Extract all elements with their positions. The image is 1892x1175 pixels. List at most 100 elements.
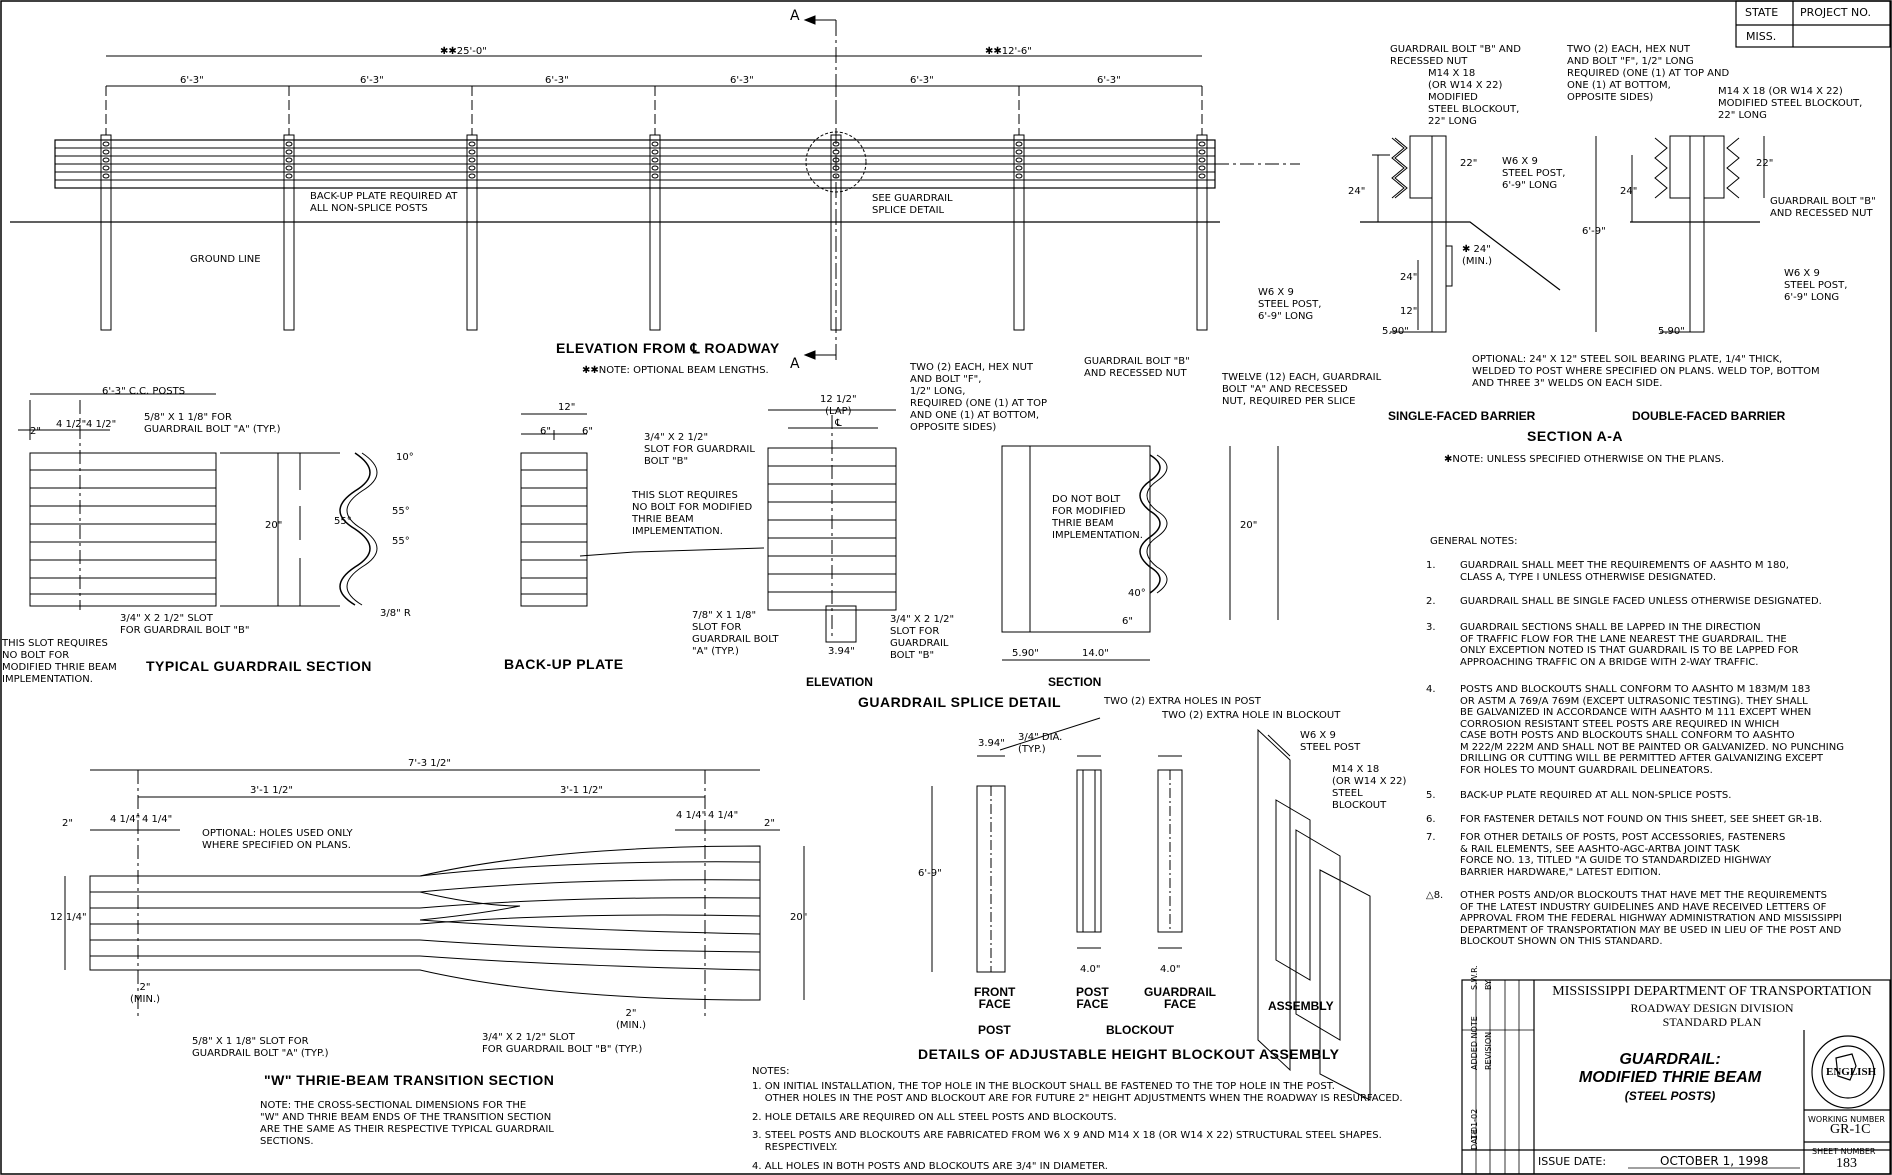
typ-dim-42: 4 1/2" [86, 419, 117, 430]
typical-slot-a: 5/8" X 1 1/8" FOR GUARDRAIL BOLT "A" (TY… [144, 412, 281, 435]
aa-dim-12: 12" [1400, 306, 1418, 317]
double-faced-label: DOUBLE-FACED BARRIER [1632, 409, 1786, 423]
tb-title1: GUARDRAIL: [1619, 1051, 1721, 1068]
dim-overall-right: ✱✱12'-6" [985, 46, 1032, 57]
aa-bolt-b: GUARDRAIL BOLT "B" AND RECESSED NUT [1390, 44, 1521, 67]
general-note-text: POSTS AND BLOCKOUTS SHALL CONFORM TO AAS… [1460, 684, 1844, 776]
ba-post: POST [978, 1023, 1011, 1037]
revision-column-label: S.W.R. [1470, 965, 1479, 990]
working-value: GR-1C [1830, 1122, 1871, 1137]
splice-slot-a: 7/8" X 1 1/8" SLOT FOR GUARDRAIL BOLT "A… [692, 610, 779, 657]
typical-title: TYPICAL GUARDRAIL SECTION [146, 658, 372, 674]
section-mark-bottom: A [790, 356, 800, 372]
tr-dim-414d: 4 1/4" [708, 810, 739, 821]
seal-text: ENGLISH [1826, 1066, 1877, 1078]
aa-post-mid: W6 X 9 STEEL POST, 6'-9" LONG [1502, 156, 1566, 191]
note-1: 1. ON INITIAL INSTALLATION, THE TOP HOLE… [752, 1081, 1403, 1104]
aa-blockout-right: M14 X 18 (OR W14 X 22) MODIFIED STEEL BL… [1718, 86, 1863, 121]
posts-cc: 6'-3" C.C. POSTS [102, 386, 186, 397]
aa-post-right: W6 X 9 STEEL POST, 6'-9" LONG [1784, 268, 1848, 303]
issue-label: ISSUE DATE: [1538, 1155, 1607, 1168]
note-4: 4. ALL HOLES IN BOTH POSTS AND BLOCKOUTS… [752, 1161, 1108, 1172]
splice-dim-20: 20" [1240, 520, 1258, 531]
general-note-number: △8. [1426, 890, 1444, 901]
bp-dim-12: 12" [558, 402, 576, 413]
state-label: STATE [1745, 6, 1779, 19]
bp-slot: 3/4" X 2 1/2" SLOT FOR GUARDRAIL BOLT "B… [644, 432, 755, 467]
splice-hex-nut: TWO (2) EACH, HEX NUT AND BOLT "F", 1/2"… [910, 362, 1048, 433]
backup-plate-title: BACK-UP PLATE [504, 656, 624, 672]
aa-dim-24min: ✱ 24" (MIN.) [1462, 244, 1493, 267]
transition-title: "W" THRIE-BEAM TRANSITION SECTION [264, 1072, 555, 1088]
typ-dim-r: 3/8" R [380, 608, 411, 619]
aa-dim-22: 22" [1460, 158, 1478, 169]
tr-slot-b: 3/4" X 2 1/2" SLOT FOR GUARDRAIL BOLT "B… [482, 1032, 643, 1055]
general-note-text: GUARDRAIL SHALL MEET THE REQUIREMENTS OF… [1460, 560, 1789, 583]
general-note-number: 7. [1426, 832, 1436, 843]
ba-assembly: ASSEMBLY [1268, 999, 1334, 1013]
tr-dim-12: 12 1/4" [50, 912, 87, 923]
aa-optional-plate: OPTIONAL: 24" X 12" STEEL SOIL BEARING P… [1472, 354, 1820, 389]
dim-spacing-2: 6'-3" [360, 75, 384, 86]
general-note-text: GUARDRAIL SECTIONS SHALL BE LAPPED IN TH… [1460, 622, 1799, 668]
ba-dim-394: 3.94" [978, 738, 1005, 749]
dim-spacing-1: 6'-3" [180, 75, 204, 86]
tr-dim-414c: 4 1/4" [676, 810, 707, 821]
aa-dim-24b: 24" [1400, 272, 1418, 283]
aa-dim-590: 5.90" [1382, 326, 1409, 337]
splice-no-bolt: DO NOT BOLT FOR MODIFIED THRIE BEAM IMPL… [1052, 494, 1143, 541]
general-note-text: OTHER POSTS AND/OR BLOCKOUTS THAT HAVE M… [1460, 890, 1842, 947]
general-note-number: 4. [1426, 684, 1436, 695]
splice-section-label: SECTION [1048, 675, 1102, 689]
tr-slot-a: 5/8" X 1 1/8" SLOT FOR GUARDRAIL BOLT "A… [192, 1036, 329, 1059]
ba-guardrail-face: GUARDRAIL FACE [1144, 985, 1216, 1011]
typ-dim-55c: 55° [392, 536, 410, 547]
typ-dim-55b: 55° [392, 506, 410, 517]
tr-dim-20: 20" [790, 912, 808, 923]
bp-dim-6a: 6" [540, 426, 551, 437]
splice-dim-394: 3.94" [828, 646, 855, 657]
transition-note: NOTE: THE CROSS-SECTIONAL DIMENSIONS FOR… [260, 1100, 554, 1147]
tb-dept: MISSISSIPPI DEPARTMENT OF TRANSPORTATION [1552, 984, 1872, 999]
ba-dim-40a: 4.0" [1080, 964, 1101, 975]
splice-dim-140: 14.0" [1082, 648, 1109, 659]
ba-extra-block: TWO (2) EXTRA HOLE IN BLOCKOUT [1162, 710, 1341, 721]
tb-division: ROADWAY DESIGN DIVISION [1630, 1001, 1794, 1015]
dim-overall-left: ✱✱25'-0" [440, 46, 487, 57]
revision-column-label: REVISION [1484, 1031, 1493, 1070]
general-note-number: 1. [1426, 560, 1436, 571]
aa-blockout: M14 X 18 (OR W14 X 22) MODIFIED STEEL BL… [1428, 68, 1520, 127]
splice-lap: 12 1/2" (LAP) ℄ [820, 394, 857, 429]
tr-dim-2b: 2" [764, 818, 775, 829]
splice-dim-40: 40° [1128, 588, 1146, 599]
dim-spacing-3: 6'-3" [545, 75, 569, 86]
aa-dim-24c: 24" [1620, 186, 1638, 197]
ba-extra-post: TWO (2) EXTRA HOLES IN POST [1104, 696, 1261, 707]
dim-spacing-4: 6'-3" [730, 75, 754, 86]
splice-dim-590: 5.90" [1012, 648, 1039, 659]
tr-dim-2: 2" [62, 818, 73, 829]
general-note-text: FOR OTHER DETAILS OF POSTS, POST ACCESSO… [1460, 832, 1786, 878]
ba-blockout: BLOCKOUT [1106, 1023, 1174, 1037]
ba-post-face: POST FACE [1076, 985, 1109, 1011]
ba-dia: 3/4" DIA. (TYP.) [1018, 732, 1063, 755]
splice-bolt-b: GUARDRAIL BOLT "B" AND RECESSED NUT [1084, 356, 1190, 379]
splice-note: SEE GUARDRAIL SPLICE DETAIL [872, 193, 953, 216]
splice-slot-b: 3/4" X 2 1/2" SLOT FOR GUARDRAIL BOLT "B… [890, 614, 955, 661]
ba-post-label: W6 X 9 STEEL POST [1300, 730, 1361, 753]
tr-dim-overall: 7'-3 1/2" [408, 758, 451, 769]
tr-dim-min-b: 2" (MIN.) [616, 1008, 647, 1031]
tr-dim-min: 2" (MIN.) [130, 982, 161, 1005]
splice-title: GUARDRAIL SPLICE DETAIL [858, 694, 1062, 710]
ground-line-label: GROUND LINE [190, 254, 261, 265]
typ-dim-20: 20" [265, 520, 283, 531]
elevation-title: ELEVATION FROM ℄ ROADWAY [556, 340, 780, 356]
section-mark-top: A [790, 8, 800, 24]
typ-dim-41: 4 1/2" [56, 419, 87, 430]
general-note-text: FOR FASTENER DETAILS NOT FOUND ON THIS S… [1460, 814, 1823, 825]
backup-note: BACK-UP PLATE REQUIRED AT ALL NON-SPLICE… [310, 191, 458, 214]
single-faced-label: SINGLE-FACED BARRIER [1388, 409, 1536, 423]
sheet-value: 183 [1836, 1156, 1857, 1171]
ba-block-label: M14 X 18 (OR W14 X 22) STEEL BLOCKOUT [1332, 764, 1407, 811]
